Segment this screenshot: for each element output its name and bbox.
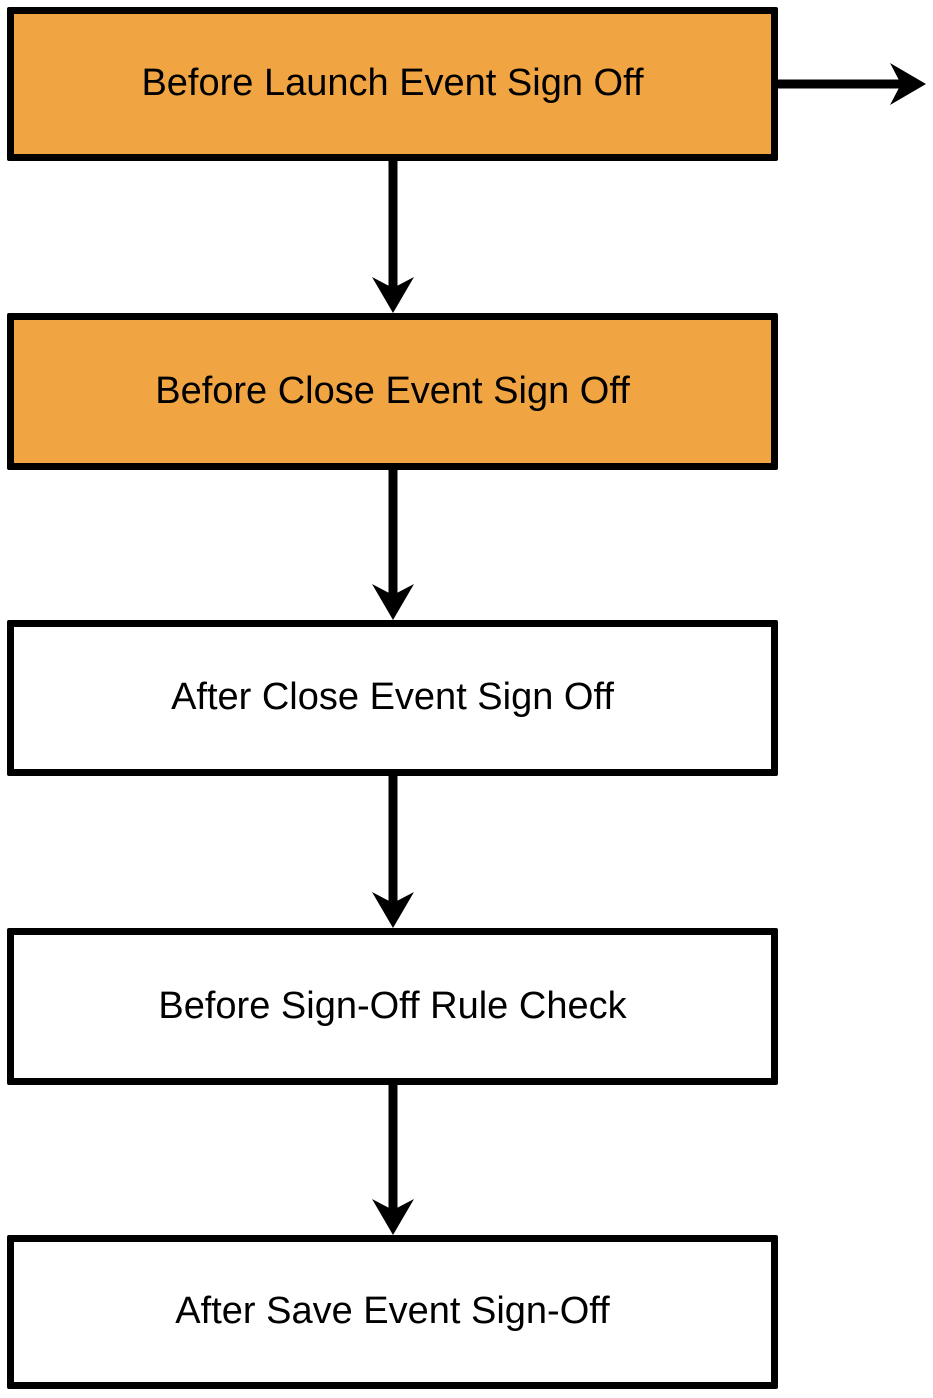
- connector-down-arrow-1-icon: [372, 159, 414, 313]
- node-label: Before Close Event Sign Off: [155, 369, 630, 412]
- connector-right-arrow-icon: [778, 63, 926, 105]
- node-after-save-event-sign-off: After Save Event Sign-Off: [7, 1235, 778, 1389]
- connector-down-arrow-3-icon: [372, 774, 414, 928]
- node-label: Before Sign-Off Rule Check: [158, 984, 627, 1027]
- connector-down-arrow-2-icon: [372, 468, 414, 620]
- connector-down-arrow-4-icon: [372, 1083, 414, 1235]
- node-before-sign-off-rule-check: Before Sign-Off Rule Check: [7, 928, 778, 1085]
- node-label: After Close Event Sign Off: [171, 676, 614, 719]
- node-label: After Save Event Sign-Off: [175, 1290, 610, 1333]
- node-before-close-event-sign-off: Before Close Event Sign Off: [7, 313, 778, 470]
- node-label: Before Launch Event Sign Off: [141, 62, 644, 105]
- node-after-close-event-sign-off: After Close Event Sign Off: [7, 620, 778, 776]
- node-before-launch-event-sign-off: Before Launch Event Sign Off: [7, 7, 778, 161]
